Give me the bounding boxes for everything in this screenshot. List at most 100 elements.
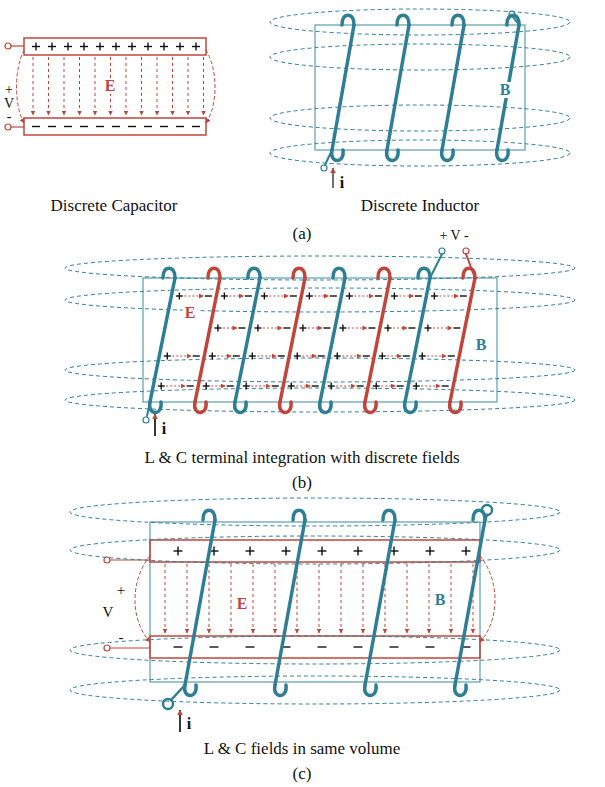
field-label: B	[433, 592, 448, 608]
current-label: i	[187, 716, 191, 732]
coil-winding	[507, 15, 519, 25]
coil-winding	[235, 402, 247, 413]
bottom-plate	[150, 636, 480, 658]
electric-field-line	[188, 57, 189, 115]
charge-mark	[368, 327, 375, 328]
coil-winding	[450, 278, 475, 402]
charge-mark	[283, 327, 290, 328]
current-label: i	[162, 421, 166, 437]
electric-field-line	[427, 356, 446, 357]
charge-mark	[318, 646, 327, 647]
coil-winding	[320, 278, 345, 402]
charge-mark	[460, 295, 467, 296]
charge-mark	[331, 383, 332, 390]
coil-winding	[387, 25, 409, 150]
electric-field-line	[217, 356, 231, 357]
charge-mark	[210, 646, 219, 647]
charge-mark	[408, 327, 415, 328]
charge-mark	[217, 325, 218, 332]
electric-field-line	[211, 386, 225, 387]
charge-mark	[246, 646, 255, 647]
charge-mark	[330, 295, 337, 296]
electric-field-line	[433, 328, 452, 329]
charge-mark	[323, 327, 330, 328]
current-arrow	[154, 414, 155, 436]
charge-mark	[422, 353, 423, 360]
charge-mark	[376, 383, 377, 390]
field-label: B	[474, 337, 489, 353]
electric-field-line	[421, 386, 440, 387]
field-label: E	[235, 596, 250, 612]
electric-field-line	[209, 564, 210, 633]
current-arrow	[179, 710, 180, 732]
charge-mark	[354, 646, 363, 647]
charge-mark	[195, 43, 196, 51]
electric-field-line	[336, 386, 355, 387]
coil-winding	[163, 268, 175, 278]
coil-winding	[332, 150, 344, 161]
terminal	[143, 417, 149, 423]
charge-mark	[238, 327, 245, 328]
coil-winding	[208, 268, 220, 278]
charge-mark	[387, 325, 388, 332]
charge-mark	[403, 355, 410, 356]
charge-mark	[161, 383, 162, 390]
electric-field-line	[172, 356, 191, 357]
coil-winding	[275, 685, 287, 696]
electric-field-line	[231, 564, 232, 633]
electric-field-line	[363, 564, 364, 633]
top-plate	[24, 38, 206, 55]
electric-field-line	[451, 564, 452, 633]
terminal	[5, 124, 11, 130]
electric-field-line	[165, 564, 166, 633]
charge-mark	[397, 385, 404, 386]
lead	[171, 685, 185, 700]
electric-field-line	[387, 356, 401, 357]
electric-field-line	[126, 57, 127, 115]
charge-mark	[64, 126, 72, 127]
coil-winding	[455, 685, 467, 696]
coil-winding	[280, 402, 292, 413]
coil-winding	[497, 25, 519, 150]
charge-mark	[291, 383, 292, 390]
coil-winding	[280, 278, 305, 402]
lead	[110, 647, 150, 648]
electric-field-line	[33, 57, 34, 115]
magnetic-field-line	[70, 676, 560, 704]
magnetic-field-line	[70, 636, 560, 664]
magnetic-field-line	[270, 105, 570, 131]
coil-winding	[455, 520, 485, 685]
current-label: i	[340, 175, 344, 191]
electric-field-line	[141, 57, 142, 115]
charge-mark	[272, 385, 279, 386]
terminal	[104, 557, 110, 563]
coil-winding	[203, 510, 215, 520]
coil-winding	[332, 25, 354, 150]
charge-mark	[382, 353, 383, 360]
magnetic-field-line	[65, 358, 575, 382]
electric-field-line	[79, 57, 80, 115]
charge-mark	[252, 353, 253, 360]
charge-mark	[394, 293, 395, 300]
lead	[513, 17, 519, 25]
charge-mark	[206, 383, 207, 390]
charge-mark	[465, 547, 466, 556]
generated-strokes	[17, 9, 576, 732]
charge-mark	[177, 547, 178, 556]
charge-mark	[297, 353, 298, 360]
coil-winding	[185, 520, 215, 685]
panel-label: (b)	[292, 474, 312, 491]
electric-field-line	[439, 296, 458, 297]
charge-mark	[312, 385, 319, 386]
charge-mark	[80, 126, 88, 127]
electric-field-line	[399, 296, 413, 297]
electric-field-line	[203, 57, 204, 115]
charge-mark	[429, 547, 430, 556]
electric-field-line	[95, 57, 96, 115]
terminal	[5, 43, 11, 49]
coil-winding	[365, 685, 377, 696]
charge-mark	[67, 43, 68, 51]
charge-mark	[96, 126, 104, 127]
charge-mark	[453, 327, 460, 328]
